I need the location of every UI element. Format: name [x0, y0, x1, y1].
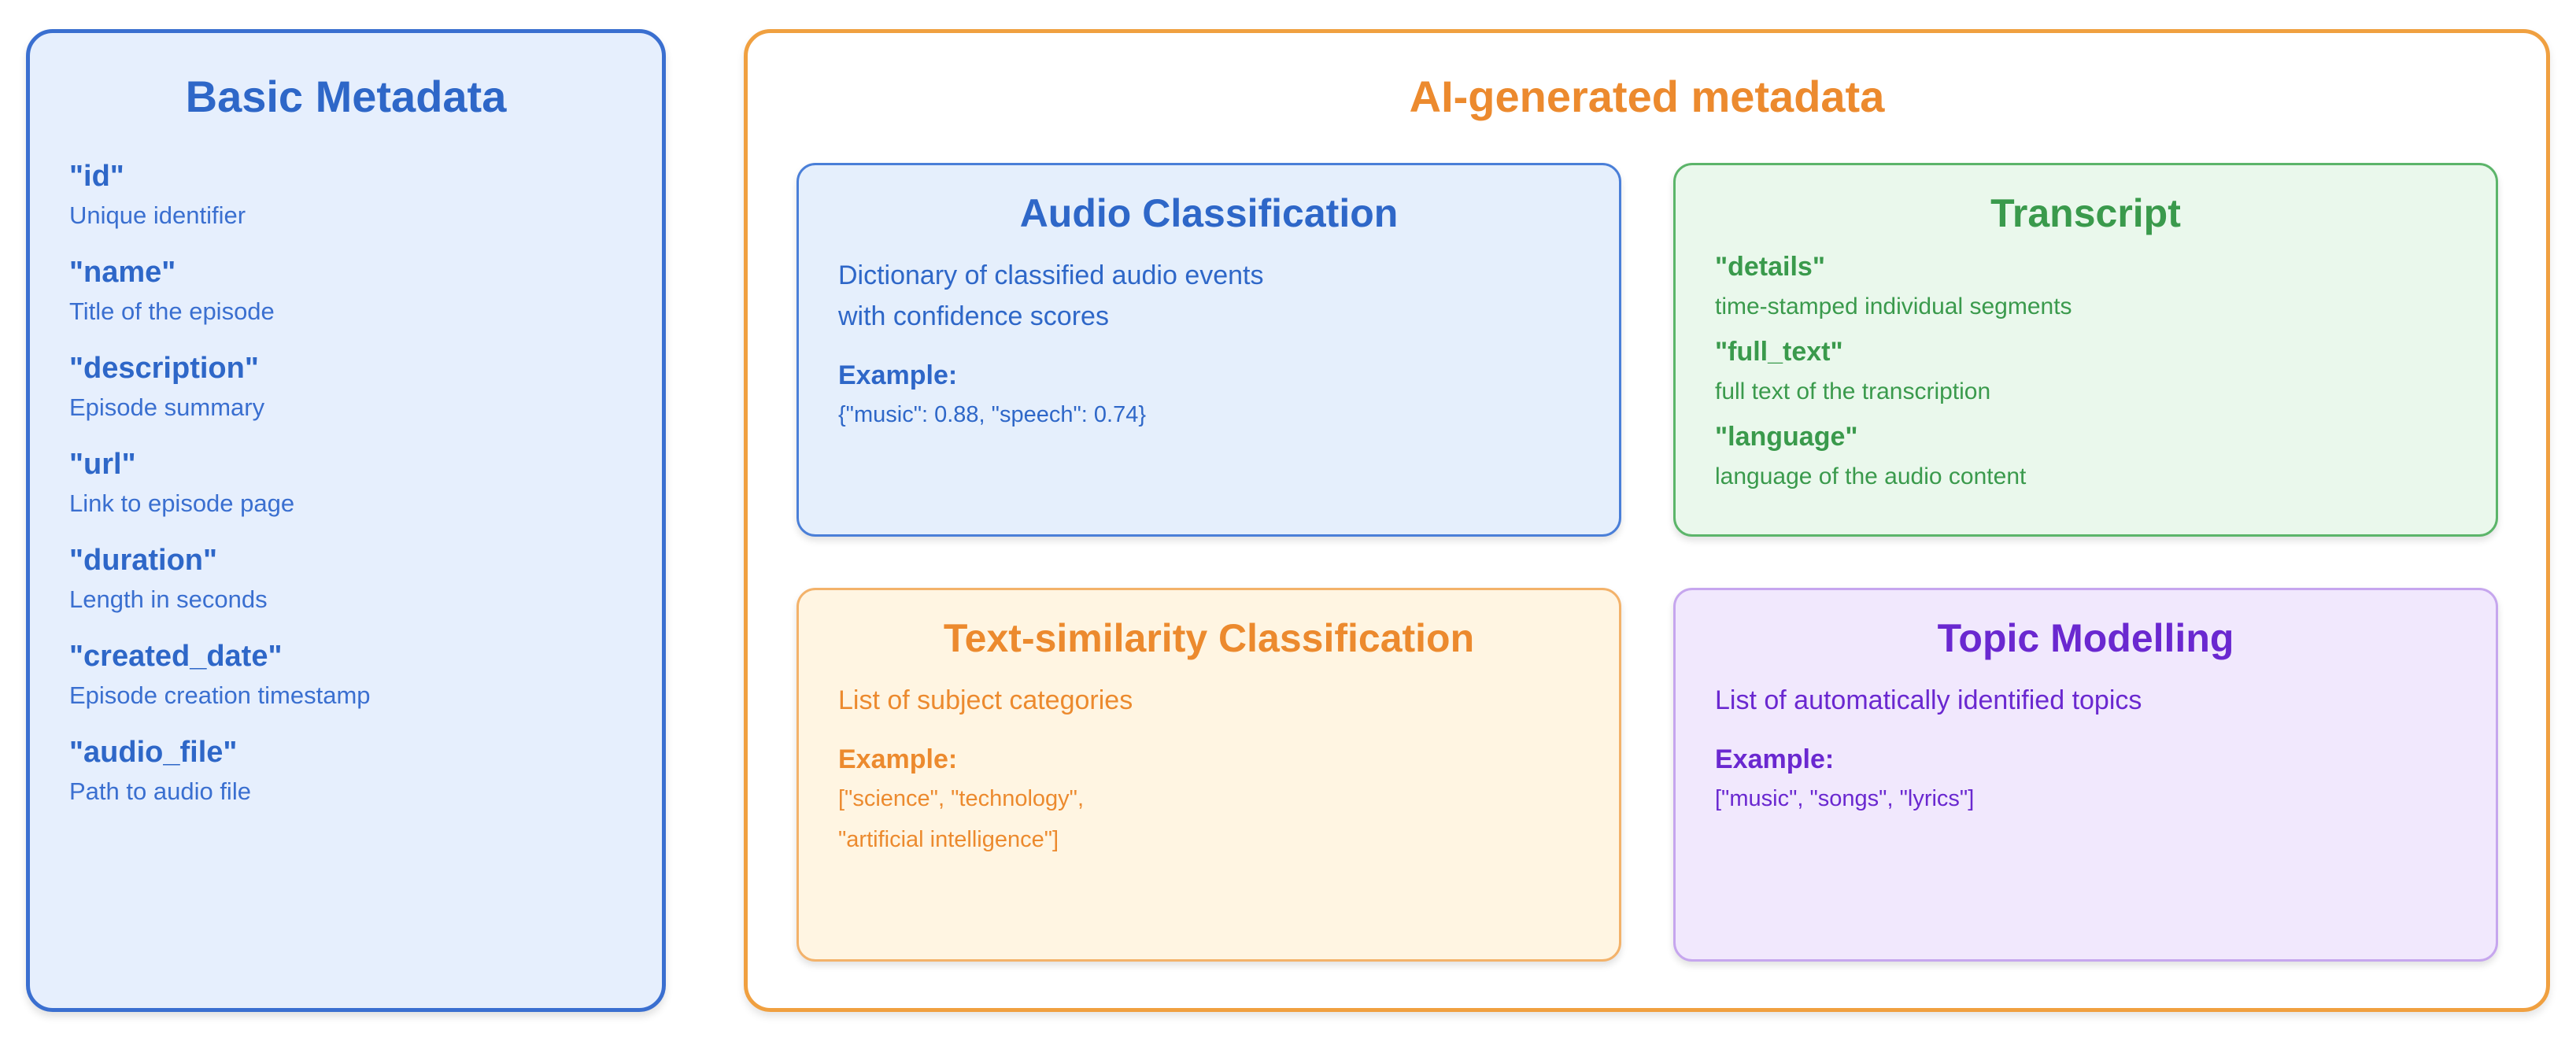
field-desc: Link to episode page	[69, 489, 295, 517]
field-description: "description" Episode summary	[69, 350, 662, 424]
field-desc: Path to audio file	[69, 777, 251, 805]
field-key: "audio_file"	[69, 736, 238, 769]
field-key: "id"	[69, 160, 124, 193]
field-key: "duration"	[69, 544, 218, 577]
field-key: "url"	[69, 448, 136, 481]
ai-metadata-title: AI-generated metadata	[1409, 72, 1885, 121]
transcript-field-details: "details" time-stamped individual segmen…	[1715, 249, 2464, 324]
field-desc: time-stamped individual segments	[1715, 294, 2072, 319]
example-value: ["music", "songs", "lyrics"]	[1715, 786, 1975, 811]
field-key: "language"	[1715, 422, 1858, 452]
transcript-fields: "details" time-stamped individual segmen…	[1715, 249, 2464, 494]
field-duration: "duration" Length in seconds	[69, 542, 662, 616]
field-desc: Episode summary	[69, 393, 265, 421]
field-desc: full text of the transcription	[1715, 378, 1991, 404]
field-desc: Title of the episode	[69, 297, 275, 325]
field-key: "description"	[69, 352, 259, 385]
field-key: "full_text"	[1715, 337, 1843, 367]
text-similarity-card: Text-similarity Classification List of s…	[796, 588, 1621, 962]
example-label: Example:	[838, 744, 958, 774]
card-description: List of subject categories	[838, 685, 1133, 715]
field-desc: language of the audio content	[1715, 463, 2027, 489]
basic-metadata-fields: "id" Unique identifier "name" Title of t…	[30, 158, 662, 808]
field-created-date: "created_date" Episode creation timestam…	[69, 638, 662, 712]
card-title: Transcript	[1990, 191, 2181, 235]
transcript-field-full-text: "full_text" full text of the transcripti…	[1715, 334, 2464, 409]
card-title: Topic Modelling	[1937, 616, 2234, 660]
card-title: Text-similarity Classification	[943, 616, 1475, 660]
card-title: Audio Classification	[1019, 191, 1399, 235]
field-desc: Length in seconds	[69, 585, 268, 613]
example-value: {"music": 0.88, "speech": 0.74}	[838, 402, 1147, 427]
example-label: Example:	[1715, 744, 1835, 774]
field-key: "created_date"	[69, 640, 283, 673]
transcript-field-language: "language" language of the audio content	[1715, 419, 2464, 494]
transcript-card: Transcript "details" time-stamped indivi…	[1673, 163, 2498, 537]
audio-classification-card: Audio Classification Dictionary of class…	[796, 163, 1621, 537]
card-description: List of automatically identified topics	[1715, 685, 2142, 715]
field-desc: Unique identifier	[69, 201, 246, 229]
field-name: "name" Title of the episode	[69, 254, 662, 328]
basic-metadata-title: Basic Metadata	[185, 72, 507, 121]
topic-modelling-card: Topic Modelling List of automatically id…	[1673, 588, 2498, 962]
field-desc: Episode creation timestamp	[69, 681, 371, 709]
field-id: "id" Unique identifier	[69, 158, 662, 232]
field-audio-file: "audio_file" Path to audio file	[69, 734, 662, 808]
ai-metadata-panel: AI-generated metadata Audio Classificati…	[744, 29, 2550, 1012]
example-value: ["science", "technology", "artificial in…	[838, 786, 1085, 852]
field-key: "details"	[1715, 252, 1825, 282]
field-url: "url" Link to episode page	[69, 446, 662, 520]
example-label: Example:	[838, 360, 958, 390]
basic-metadata-panel: Basic Metadata "id" Unique identifier "n…	[26, 29, 666, 1012]
card-description: Dictionary of classified audio events wi…	[838, 260, 1264, 331]
field-key: "name"	[69, 256, 176, 289]
